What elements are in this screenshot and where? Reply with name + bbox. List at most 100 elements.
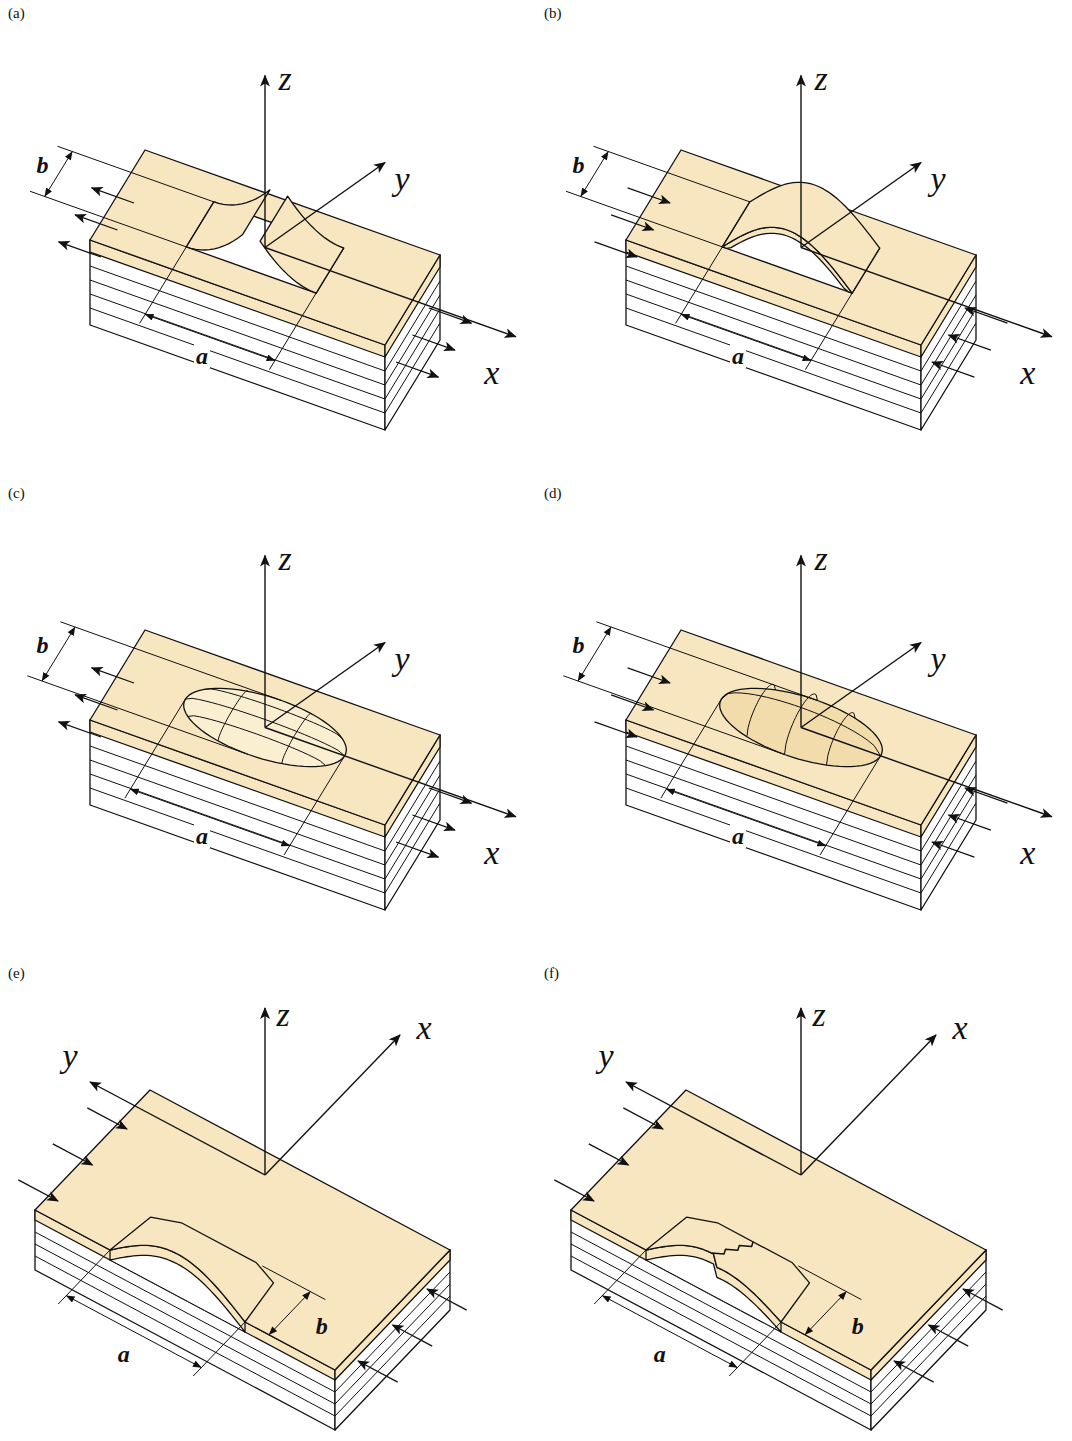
dimension-label: b: [35, 633, 51, 657]
panel-tag: (a): [8, 6, 25, 21]
axis-label: y: [930, 162, 945, 196]
dimension-label: a: [652, 1342, 668, 1366]
panel-tag: (d): [544, 486, 562, 501]
axis-label: y: [62, 1039, 77, 1073]
extension-line: [27, 676, 248, 755]
dimension-label: b: [850, 1314, 866, 1338]
axis-line: [264, 1008, 265, 1175]
blister-contour: [747, 684, 776, 736]
panel-figure: [30, 76, 516, 431]
load-arrow: [929, 1325, 969, 1346]
load-arrow: [396, 842, 438, 857]
axis-line: [265, 728, 516, 817]
load-arrow: [59, 722, 101, 737]
panel-figure: [563, 556, 1052, 911]
extension-line: [58, 1250, 110, 1304]
extension-line: [798, 1266, 861, 1300]
blister-contour: [218, 691, 248, 741]
load-arrow: [413, 335, 455, 350]
dimension-line: [666, 789, 825, 846]
panel-figure: [27, 556, 516, 911]
dimension-line: [145, 314, 275, 360]
load-arrow: [396, 362, 438, 377]
load-arrow: [611, 695, 653, 710]
axis-line: [264, 76, 265, 248]
axis-label: y: [394, 162, 409, 196]
load-arrow: [413, 815, 455, 830]
extension-line: [566, 191, 722, 247]
dimension-line: [130, 789, 289, 846]
load-arrow: [965, 308, 1007, 323]
dimension-line: [681, 314, 811, 360]
dimension-line: [805, 1292, 846, 1335]
axis-line: [265, 163, 385, 248]
load-arrow: [589, 1144, 629, 1165]
delaminated-flap: [260, 196, 344, 293]
extension-line: [30, 191, 186, 247]
dimension-line: [66, 1296, 201, 1368]
dimension-label: a: [194, 344, 210, 368]
panel-tag: (b): [544, 6, 562, 21]
axis-line: [801, 643, 921, 728]
dimension-label: b: [314, 1314, 330, 1338]
axis-line: [801, 728, 1052, 817]
dimension-label: a: [116, 1342, 132, 1366]
extension-line: [269, 293, 316, 370]
laminate-top-face: [35, 1090, 450, 1370]
axis-line: [626, 1082, 801, 1175]
axis-line: [265, 248, 516, 337]
extension-line: [60, 622, 281, 701]
load-arrow: [628, 668, 670, 683]
load-arrow: [949, 335, 991, 350]
load-arrow: [92, 188, 134, 203]
dimension-label: a: [194, 824, 210, 848]
extension-line: [125, 699, 186, 798]
axis-label: z: [812, 998, 825, 1032]
panel-tag: (c): [8, 486, 25, 501]
load-arrow: [595, 242, 637, 257]
axis-label: x: [484, 356, 499, 390]
load-arrow: [932, 362, 974, 377]
axis-line: [265, 643, 385, 728]
load-arrow: [554, 1180, 594, 1201]
dimension-label: b: [35, 153, 51, 177]
extension-line: [594, 146, 750, 202]
load-arrow: [623, 1108, 663, 1129]
axis-label: y: [930, 642, 945, 676]
laminate-top-face: [571, 1090, 986, 1370]
panel-figure: [18, 1008, 466, 1430]
dimension-label: b: [571, 633, 587, 657]
load-arrow: [87, 1108, 127, 1129]
load-arrow: [18, 1180, 58, 1201]
panel-tag: (f): [544, 966, 559, 981]
load-arrow: [59, 242, 101, 257]
extension-line: [262, 1266, 325, 1300]
axis-line: [801, 1035, 936, 1175]
axis-line: [800, 556, 801, 728]
axis-line: [265, 1035, 400, 1175]
extension-line: [58, 146, 214, 202]
buckled-ply: [646, 1217, 810, 1322]
load-arrow: [92, 668, 134, 683]
extension-line: [140, 247, 187, 324]
load-arrow: [75, 695, 117, 710]
axis-label: z: [276, 998, 289, 1032]
load-arrow: [963, 1289, 1003, 1310]
axis-line: [800, 76, 801, 248]
load-arrow: [628, 188, 670, 203]
load-arrow: [611, 215, 653, 230]
load-arrow: [427, 1289, 467, 1310]
panel-tag: (e): [8, 966, 25, 981]
load-arrow: [358, 1361, 398, 1382]
panel-figure: [566, 76, 1052, 431]
axis-label: y: [598, 1039, 613, 1073]
load-arrow: [75, 215, 117, 230]
load-arrow: [949, 815, 991, 830]
axis-label: x: [416, 1011, 431, 1045]
load-arrow: [429, 308, 471, 323]
buckled-ply: [110, 1217, 274, 1322]
dimension-label: a: [730, 344, 746, 368]
dimension-line: [269, 1292, 310, 1335]
